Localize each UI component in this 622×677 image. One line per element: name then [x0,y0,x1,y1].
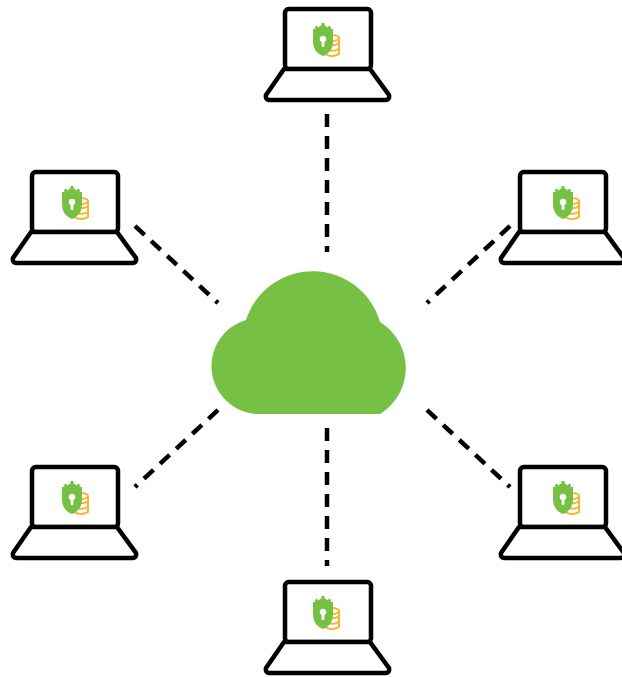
connector-upper-left [133,224,220,305]
laptop-icon [266,9,389,100]
laptop-icon [501,172,622,263]
laptop-icon [13,467,136,558]
connectors [133,114,512,566]
connector-lower-right [425,408,512,489]
laptop-icon [266,582,389,673]
laptop-icon [501,467,622,558]
cloud-icon [211,271,406,415]
connector-upper-right [425,224,512,305]
laptop-icon [13,172,136,263]
connector-lower-left [133,408,220,489]
